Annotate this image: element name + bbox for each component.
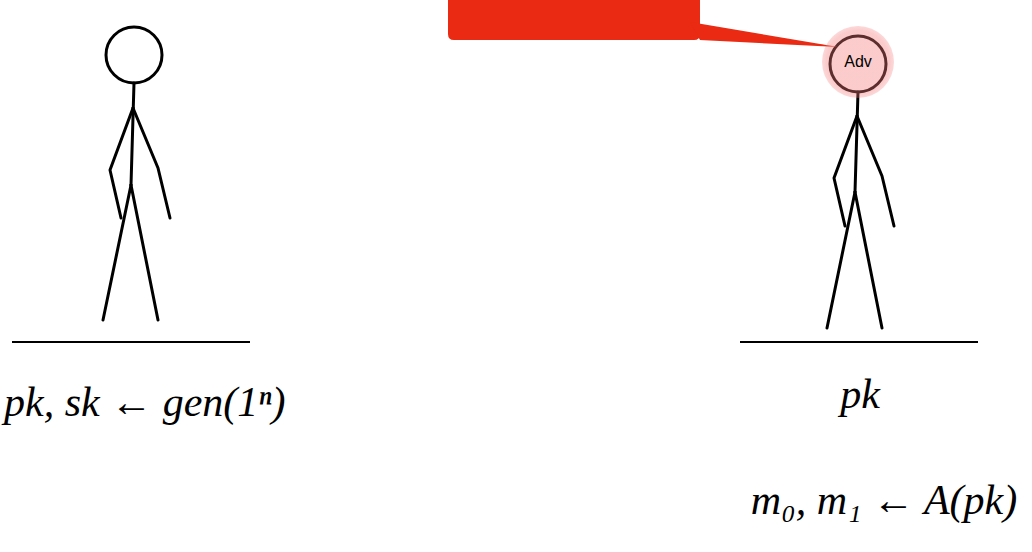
callout-tail <box>690 22 838 47</box>
ground-line <box>12 341 250 343</box>
math-label: pk, sk ← gen(1ⁿ) <box>4 381 285 423</box>
callout-box <box>448 0 838 46</box>
math-label: m₀, m₁ ← A(pk) <box>751 479 1017 521</box>
adversary-halo: Adv <box>822 26 894 98</box>
math-label: pk <box>840 373 880 415</box>
ground-line <box>740 341 978 343</box>
stick-figure <box>103 27 170 320</box>
node-label: Adv <box>844 53 872 71</box>
